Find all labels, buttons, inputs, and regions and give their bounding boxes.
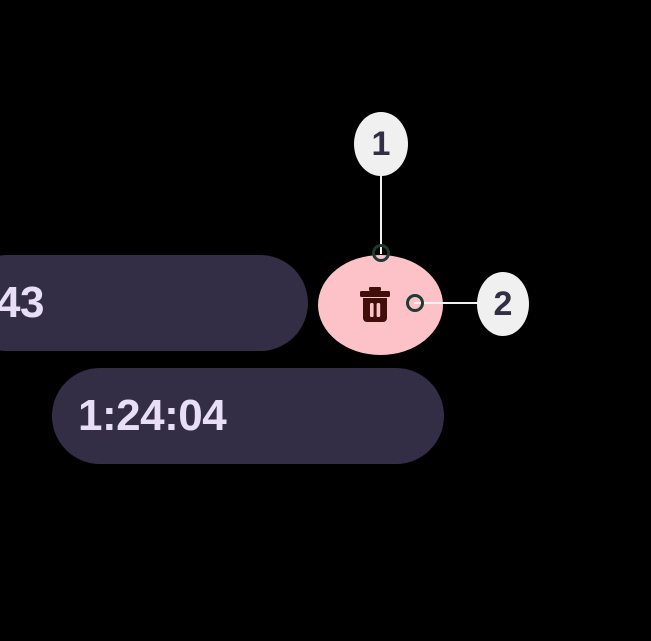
annotation-badge-1-label: 1 <box>371 125 391 163</box>
timer-value: 1:24:04 <box>78 391 227 440</box>
anchor-dot-right[interactable] <box>406 294 424 312</box>
timer-pill[interactable]: 1:24:04 <box>52 368 444 464</box>
connector-line-2 <box>414 302 484 304</box>
connector-line-1 <box>380 172 382 254</box>
trash-icon <box>358 287 392 323</box>
annotation-badge-2[interactable]: 2 <box>477 272 529 336</box>
annotation-badge-2-label: 2 <box>493 285 513 323</box>
annotation-badge-1[interactable]: 1 <box>354 112 408 176</box>
counter-pill[interactable]: 43 <box>0 255 308 351</box>
delete-button[interactable] <box>318 255 443 355</box>
anchor-dot-top[interactable] <box>372 244 390 262</box>
counter-value: 43 <box>0 278 44 327</box>
